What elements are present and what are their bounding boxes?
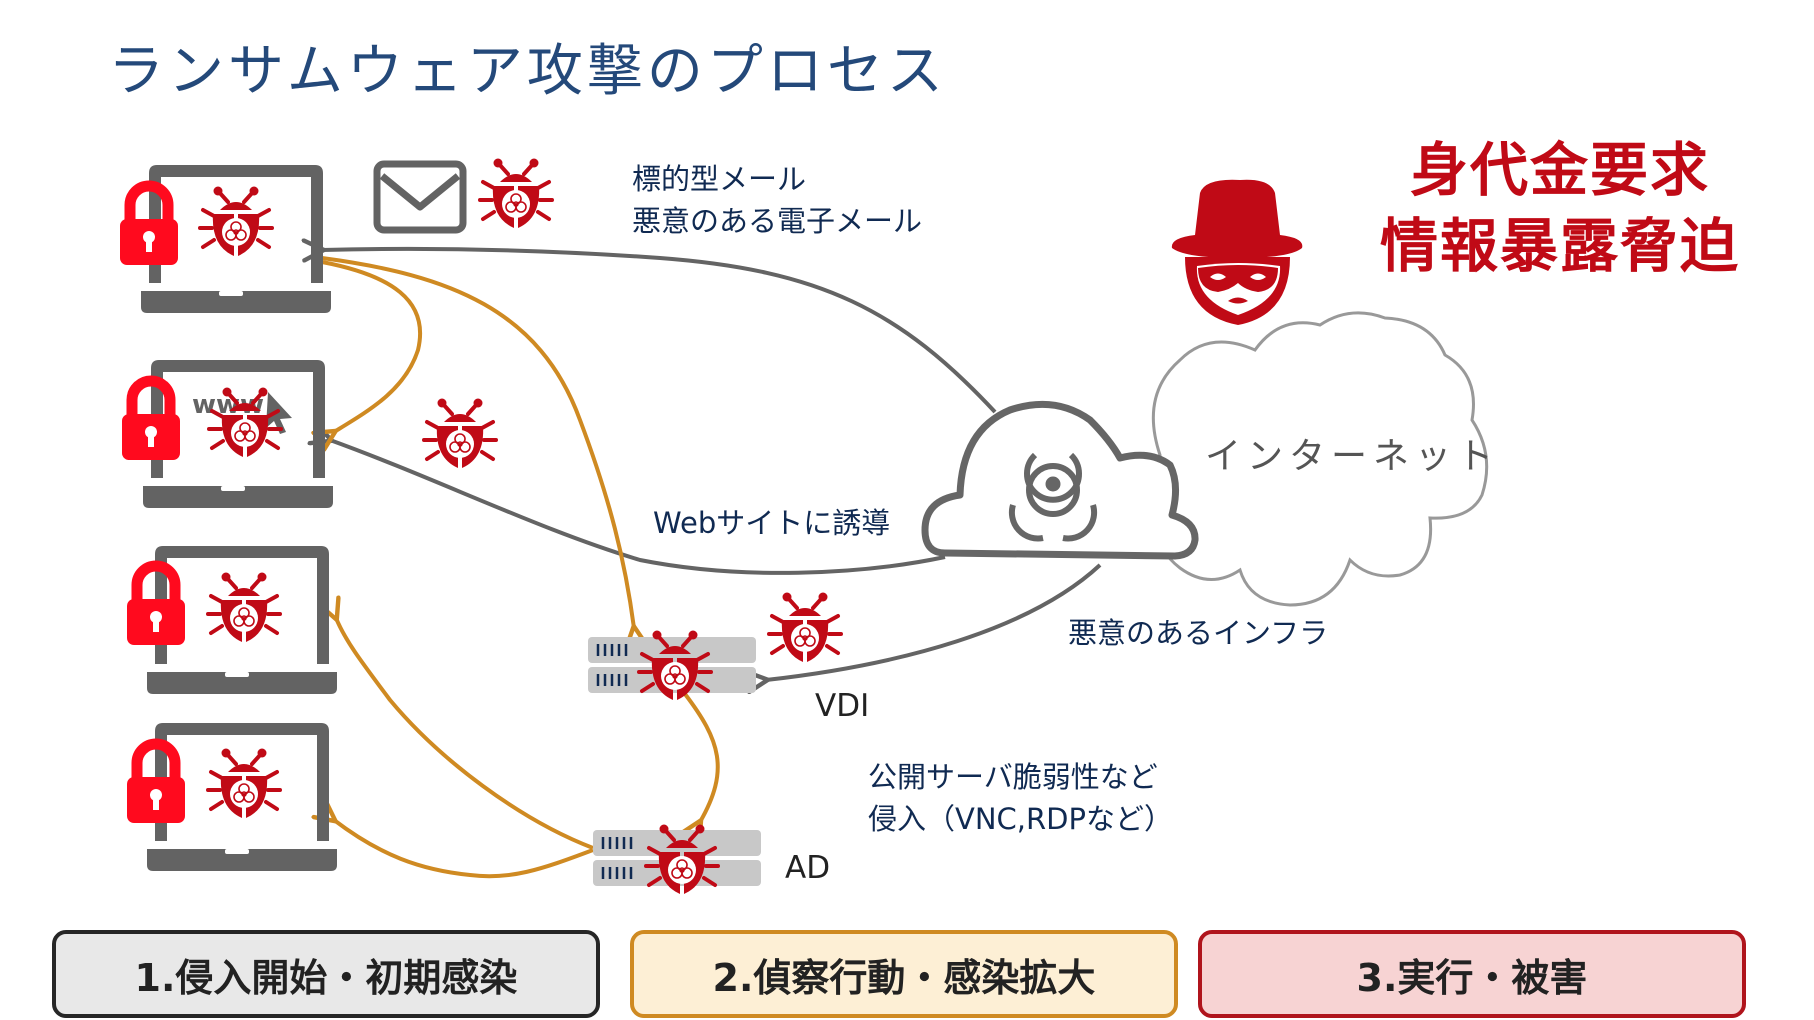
phase-1-box: 1.侵入開始・初期感染 [52, 930, 600, 1018]
phase-3-label: 3.実行・被害 [1356, 955, 1588, 1000]
internet-cloud-icon [1143, 311, 1489, 607]
arrow-laptop1-to-laptop2 [322, 260, 422, 432]
exploit-label-line2: 侵入（VNC,RDPなど） [868, 802, 1173, 836]
email-label-line1: 標的型メール [632, 162, 807, 196]
malware-bug-icon [767, 590, 843, 664]
arrow-ad-to-laptop3 [336, 618, 594, 850]
malware-bug-icon [422, 396, 498, 470]
malware-bug-icon [478, 156, 554, 230]
malware-bug-icon [198, 184, 274, 258]
laptop-4 [127, 723, 337, 871]
email-label: 標的型メール 悪意のある電子メール [632, 158, 922, 242]
arrow-vdi-to-ad [685, 692, 720, 822]
arrow-website [330, 440, 946, 575]
vdi-label: VDI [815, 688, 870, 724]
laptop-2: www [122, 360, 333, 508]
phase-2-label: 2.偵察行動・感染拡大 [712, 955, 1096, 1000]
phase-3-box: 3.実行・被害 [1198, 930, 1746, 1018]
arrow-email [322, 249, 997, 414]
demand-text: 身代金要求 情報暴露脅迫 [1370, 132, 1750, 284]
arrow-ad-to-laptop4 [334, 820, 594, 879]
infra-label: 悪意のあるインフラ [1068, 616, 1329, 650]
arrow-infrastructure [766, 563, 1102, 680]
biohazard-cloud-icon [921, 400, 1199, 560]
cursor-icon [266, 392, 292, 434]
ad-label: AD [785, 850, 831, 886]
email-label-line2: 悪意のある電子メール [632, 204, 923, 238]
malware-bug-icon [206, 570, 282, 644]
data-leak-threat-label: 情報暴露脅迫 [1379, 212, 1740, 280]
laptop-3 [127, 546, 337, 694]
laptop-1 [120, 165, 331, 313]
internet-label: インターネット [1205, 436, 1500, 477]
exploit-label-line1: 公開サーバ脆弱性など [868, 760, 1158, 794]
exploit-label: 公開サーバ脆弱性など 侵入（VNC,RDPなど） [868, 756, 1173, 840]
page-title: ランサムウェア攻撃のプロセス [108, 39, 947, 104]
hacker-icon [1171, 179, 1303, 325]
ransom-demand-label: 身代金要求 [1409, 136, 1710, 204]
phase-1-label: 1.侵入開始・初期感染 [134, 955, 518, 1000]
arrow-laptop1-to-vdi [321, 256, 634, 628]
malware-bug-icon [206, 746, 282, 820]
vdi-server [586, 628, 758, 702]
envelope-icon [373, 160, 467, 234]
website-label: Webサイトに誘導 [653, 506, 891, 540]
ad-server [591, 822, 763, 896]
phase-2-box: 2.偵察行動・感染拡大 [630, 930, 1178, 1018]
